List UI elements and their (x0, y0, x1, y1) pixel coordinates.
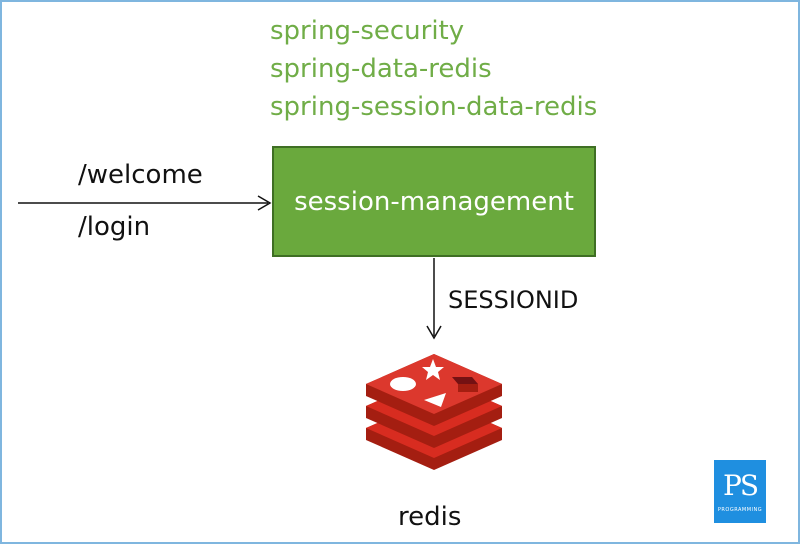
route-login-label: /login (78, 212, 151, 242)
dependency-spring-data-redis: spring-data-redis (270, 54, 492, 84)
dependency-spring-session-data-redis: spring-session-data-redis (270, 92, 598, 122)
brand-logo-tagline: PROGRAMMING (717, 507, 763, 513)
session-arrowhead (426, 325, 442, 340)
request-arrowhead (257, 195, 272, 211)
dependency-list: spring-security spring-data-redis spring… (270, 12, 597, 126)
session-management-service: session-management (272, 146, 596, 257)
redis-logo-icon (366, 354, 502, 470)
brand-logo-mark: PS (722, 469, 759, 502)
redis-label: redis (398, 502, 462, 532)
brand-logo: PS PROGRAMMING (714, 460, 766, 523)
dependency-spring-security: spring-security (270, 16, 465, 46)
sessionid-label: SESSIONID (448, 286, 579, 314)
service-label: session-management (294, 186, 574, 217)
route-welcome-label: /welcome (78, 160, 203, 190)
